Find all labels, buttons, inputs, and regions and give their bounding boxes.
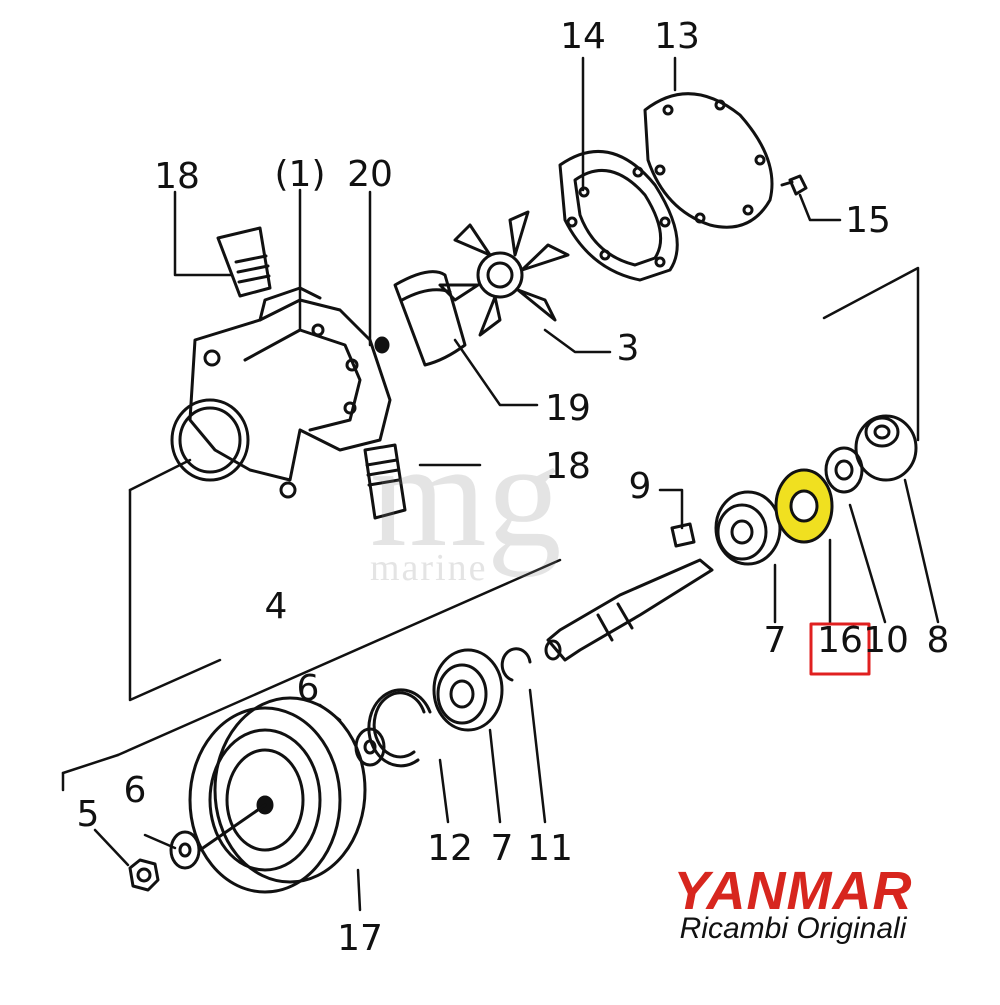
brand-logo: YANMAR [673,861,913,921]
washer [824,446,864,494]
watermark: mg marine [370,412,562,589]
brand-tagline: Ricambi Originali [679,912,907,945]
callout-13: 13 [654,16,700,57]
pump-body [170,286,392,499]
callout-labels: 14 13 15 18 (1) 20 3 19 18 9 4 6 7 16 10… [77,16,950,959]
snap-ring [367,688,432,768]
callout-4: 4 [265,586,288,627]
end-cap [854,414,918,482]
bearing-lower [432,648,504,732]
callout-6-upper: 6 [297,668,320,709]
circlip [500,647,532,682]
shaft [544,558,714,662]
callout-10: 10 [863,620,909,661]
callout-19: 19 [545,388,591,429]
callout-5: 5 [77,794,100,835]
callout-6-lower: 6 [124,770,147,811]
callout-1: (1) [275,154,326,195]
gasket [558,149,679,282]
pulley [188,696,367,894]
watermark-text: marine [370,547,488,589]
impeller [438,210,570,337]
washer-lower [169,830,201,870]
key [670,522,696,548]
callout-17: 17 [337,918,383,959]
callout-8: 8 [927,620,950,661]
cover-plate [643,92,774,229]
callout-20: 20 [347,154,393,195]
callout-7-upper: 7 [764,620,787,661]
callout-18-top: 18 [154,156,200,197]
pin-20 [374,336,390,354]
bearing-upper [714,490,782,566]
callout-16: 16 [817,620,863,661]
watermark-logo: mg [370,412,562,578]
callout-15: 15 [845,200,891,241]
stud-lower [363,443,407,520]
callout-12: 12 [427,828,473,869]
nut [128,858,160,892]
leader-lines [61,56,940,912]
seal-highlighted [774,468,834,544]
callout-7-lower: 7 [491,828,514,869]
stud-top [216,226,272,298]
callout-9: 9 [629,466,652,507]
callout-18-lower: 18 [545,446,591,487]
callout-14: 14 [560,16,606,57]
screw [780,174,808,196]
highlight-box [809,622,871,676]
callout-11: 11 [527,828,573,869]
callout-3: 3 [617,328,640,369]
